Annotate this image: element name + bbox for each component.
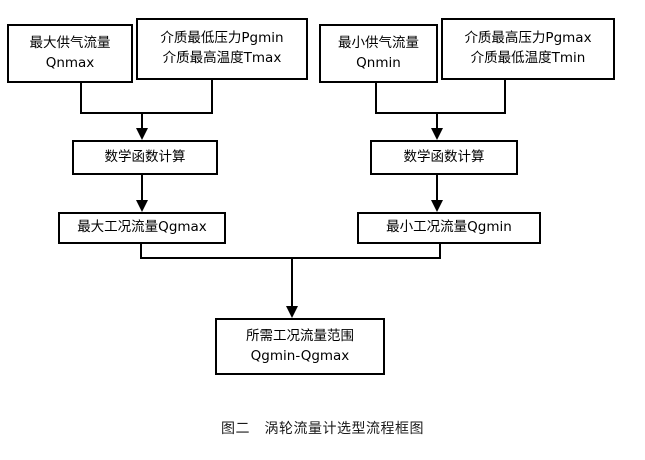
arrowhead-qgmin (431, 200, 443, 212)
node-min-pressure-max-temp-line2: 介质最高温度Tmax (162, 50, 282, 66)
arrowhead-right-calc (431, 128, 443, 140)
node-min-pressure-max-temp-line1: 介质最低压力Pgmin (160, 30, 284, 47)
node-math-calculation-left-label: 数学函数计算 (104, 148, 186, 165)
arrowhead-qgmax (136, 200, 148, 212)
node-max-pressure-min-temp-line2: 介质最低温度Tmin (470, 50, 586, 66)
node-max-supply-flow-line1: 最大供气流量 (29, 34, 111, 51)
node-math-calculation-right: 数学函数计算 (370, 140, 518, 175)
node-math-calculation-left: 数学函数计算 (72, 140, 218, 175)
connector-right-inputs (374, 80, 507, 115)
figure-caption: 图二 涡轮流量计选型流程框图 (221, 421, 424, 437)
node-max-supply-flow-line2: Qnmax (45, 54, 95, 71)
node-required-flow-range-line2: Qgmin-Qgmax (250, 347, 350, 364)
node-max-working-flow: 最大工况流量Qgmax (58, 212, 226, 244)
node-max-supply-flow: 最大供气流量 Qnmax (7, 24, 133, 83)
node-min-pressure-max-temp: 介质最低压力Pgmin 介质最高温度Tmax (136, 18, 308, 80)
node-min-working-flow: 最小工况流量Qgmin (357, 212, 541, 244)
node-max-working-flow-label: 最大工况流量Qgmax (77, 219, 207, 236)
node-max-pressure-min-temp: 介质最高压力Pgmax 介质最低温度Tmin (441, 18, 615, 80)
node-min-working-flow-label: 最小工况流量Qgmin (386, 219, 512, 236)
connector-left-inputs (79, 80, 214, 115)
node-min-supply-flow-line2: Qnmin (356, 54, 401, 71)
arrowhead-left-calc (136, 128, 148, 140)
node-max-pressure-min-temp-line1: 介质最高压力Pgmax (464, 30, 592, 47)
node-min-supply-flow-line1: 最小供气流量 (338, 34, 419, 51)
node-min-supply-flow: 最小供气流量 Qnmin (319, 24, 438, 83)
node-required-flow-range-line1: 所需工况流量范围 (246, 327, 354, 344)
arrowheads (136, 128, 443, 318)
node-math-calculation-right-label: 数学函数计算 (403, 148, 485, 165)
arrowhead-range (286, 306, 298, 318)
node-required-flow-range: 所需工况流量范围 Qgmin-Qgmax (215, 318, 385, 375)
connector-results-merge (139, 244, 442, 260)
